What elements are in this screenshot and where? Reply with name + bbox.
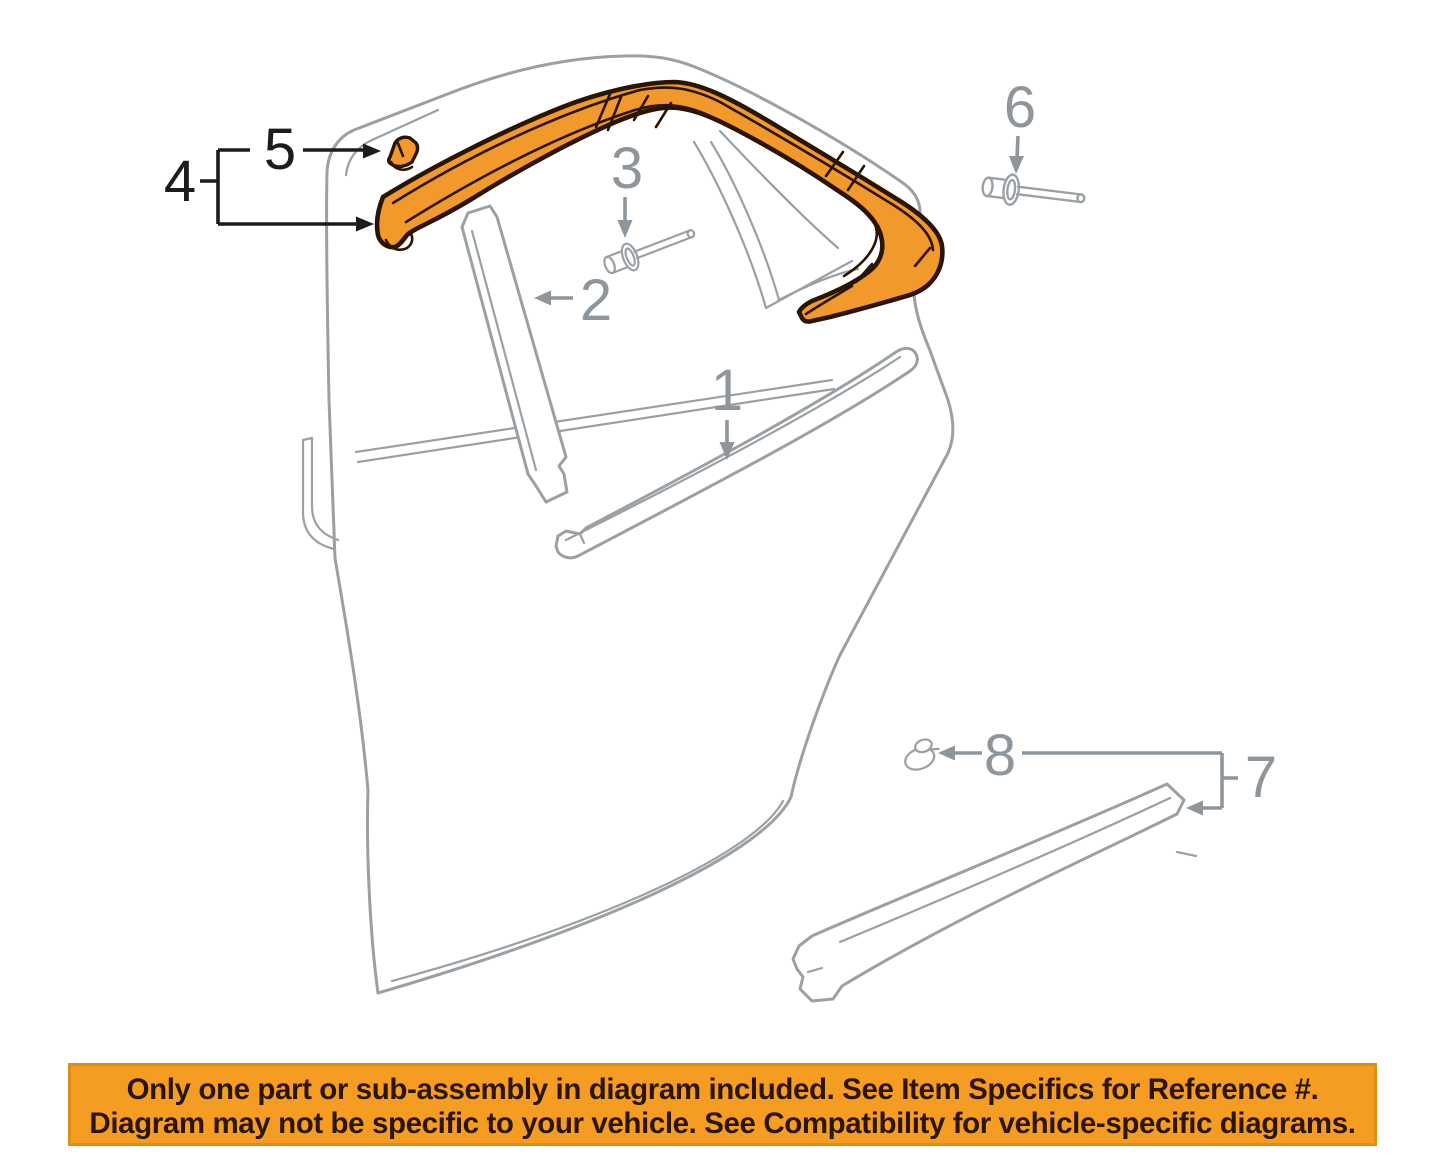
molding-front-hook: [384, 230, 414, 252]
quarter-window-divider: [709, 140, 781, 302]
callout-3-arrowhead: [617, 220, 633, 238]
callout-7: 7: [1186, 745, 1277, 816]
molding-joint-notch: [594, 92, 623, 132]
callout-8: 8: [938, 723, 1222, 788]
molding-hatch-ticks: [632, 94, 932, 284]
callout-1: 1: [711, 358, 743, 460]
disclaimer-line-1: Only one part or sub-assembly in diagram…: [126, 1073, 1319, 1106]
callout-1-label: 1: [711, 358, 743, 423]
callout-2-label: 2: [580, 268, 612, 333]
callout-5-arrowhead: [363, 143, 381, 159]
disclaimer-banner: Only one part or sub-assembly in diagram…: [68, 1063, 1377, 1146]
callout-3: 3: [611, 136, 643, 238]
callout-8-arrowhead: [938, 745, 955, 761]
callout-3-label: 3: [611, 136, 643, 201]
rivet-part3: [599, 218, 700, 281]
callout-6-arrowhead: [1009, 156, 1024, 174]
door-hem-flange: [301, 436, 340, 551]
callout-4-arrowhead: [356, 216, 374, 232]
window-rear-inner-arc: [718, 129, 840, 250]
callout-6: 6: [1004, 75, 1036, 174]
callout-8-label: 8: [984, 723, 1016, 788]
rivet-part6: [979, 170, 1088, 215]
callout-2: 2: [534, 268, 612, 333]
callout-1-arrowhead: [719, 442, 735, 460]
callout-5-label: 5: [264, 117, 296, 182]
applique-strip-part2: [460, 204, 569, 504]
disclaimer-line-2: Diagram may not be specific to your vehi…: [89, 1107, 1356, 1140]
callout-2-arrowhead: [534, 290, 551, 306]
quarter-window-divider: [692, 140, 768, 310]
callout-4: 4: [164, 148, 374, 232]
lower-door-molding-part7: [791, 782, 1198, 1003]
molding-clip-part5-highlighted: [386, 135, 420, 172]
belt-crease-lines: [354, 378, 836, 464]
door-bottom-crease: [390, 799, 785, 983]
door-panel-outline: [301, 54, 955, 995]
callout-7-label: 7: [1245, 745, 1277, 810]
callout-7-arrowhead: [1186, 800, 1203, 816]
callout-4-label: 4: [164, 149, 196, 214]
callout-5: 5: [264, 117, 381, 182]
callout-6-label: 6: [1004, 75, 1036, 140]
reveal-molding-part4-highlighted: [374, 79, 945, 324]
clip-part8: [904, 738, 940, 771]
exploded-parts-diagram: 1 2 3 4 5 6 7 8: [164, 54, 1277, 1003]
